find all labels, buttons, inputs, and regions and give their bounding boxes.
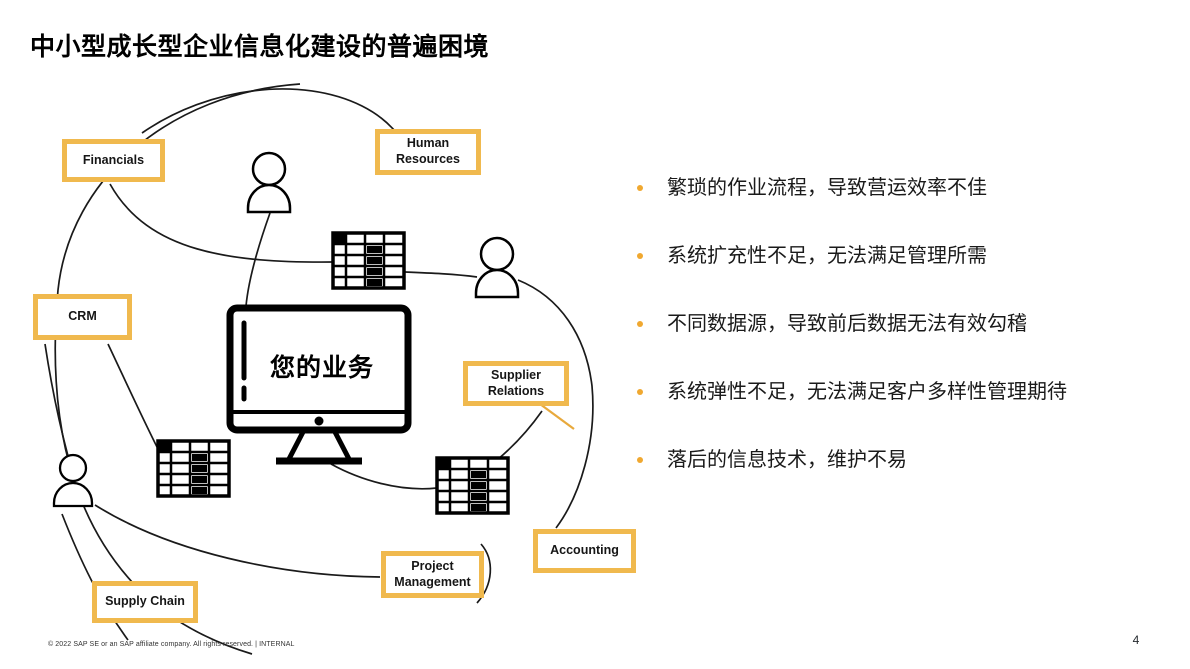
bullet-dot-icon [637, 185, 643, 191]
list-item-text: 系统扩充性不足，无法满足管理所需 [667, 245, 987, 267]
curve-financials-to-hr [141, 88, 395, 134]
spreadsheet-icon-2 [156, 439, 231, 498]
node-supplier-relations: Supplier Relations [463, 361, 569, 406]
curve-person2-to-accounting [517, 279, 594, 529]
list-item-text: 落后的信息技术，维护不易 [667, 449, 907, 471]
amber-connector [539, 403, 575, 430]
node-label: Human Resources [396, 136, 460, 166]
person-icon-right [474, 236, 520, 299]
curve-table3-to-supplier [496, 410, 543, 461]
node-label: Project Management [394, 558, 471, 589]
list-item: 落后的信息技术，维护不易 [635, 448, 1175, 473]
node-crm: CRM [33, 294, 132, 340]
monitor-icon [226, 304, 412, 465]
monitor-screen-label: 您的业务 [269, 354, 374, 382]
curve-table3-to-monitor [330, 463, 438, 490]
node-project-management: Project Management [381, 551, 484, 598]
list-item: 系统扩充性不足，无法满足管理所需 [635, 244, 1175, 269]
person-icon-bottom-left [52, 453, 94, 508]
curve-table1-to-person2 [404, 271, 478, 278]
curve-person3-to-pm [94, 504, 381, 578]
curve-financials-to-table1 [109, 183, 334, 263]
node-financials: Financials [62, 139, 165, 182]
bullet-dot-icon [637, 457, 643, 463]
curve-crm-to-person3 [44, 343, 69, 457]
curve-person1-cross [245, 212, 271, 307]
curve-person3-down [61, 513, 129, 641]
node-label: CRM [68, 309, 97, 324]
node-label: Financials [82, 152, 145, 167]
bullet-dot-icon [637, 321, 643, 327]
curve-crm-to-table2 [107, 343, 158, 448]
slide-title: 中小型成长型企业信息化建设的普遍困境 [30, 33, 490, 61]
node-label: Supplier Relations [487, 367, 545, 398]
node-label: Accounting [550, 543, 619, 558]
spreadsheet-icon-3 [435, 456, 510, 515]
node-label: Supply Chain [105, 594, 185, 609]
spreadsheet-icon-1 [331, 231, 406, 290]
bullet-dot-icon [637, 389, 643, 395]
list-item-text: 不同数据源，导致前后数据无法有效勾稽 [667, 313, 1027, 335]
pain-point-list: 繁琐的作业流程，导致营运效率不佳 系统扩充性不足，无法满足管理所需 不同数据源，… [635, 176, 1175, 516]
list-item-text: 系统弹性不足，无法满足客户多样性管理期待 [667, 381, 1067, 403]
list-item: 不同数据源，导致前后数据无法有效勾稽 [635, 312, 1175, 337]
node-human-resources: Human Resources [375, 129, 481, 175]
list-item: 系统弹性不足，无法满足客户多样性管理期待 [635, 380, 1175, 405]
person-icon-top [246, 151, 292, 214]
copyright-footer: © 2022 SAP SE or an SAP affiliate compan… [48, 641, 295, 648]
list-item: 繁琐的作业流程，导致营运效率不佳 [635, 176, 1175, 201]
list-item-text: 繁琐的作业流程，导致营运效率不佳 [667, 177, 987, 199]
node-accounting: Accounting [533, 529, 636, 573]
node-supply-chain: Supply Chain [92, 581, 198, 623]
page-number: 4 [1132, 633, 1140, 647]
bullet-dot-icon [637, 253, 643, 259]
